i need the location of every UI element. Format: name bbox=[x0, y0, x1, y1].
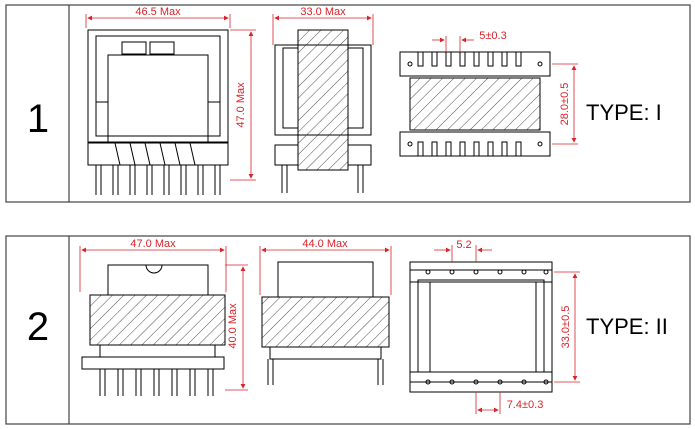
panel-2-number: 2 bbox=[27, 305, 49, 349]
panel-2-front-view bbox=[81, 264, 226, 396]
panel-1-number: 1 bbox=[27, 97, 49, 141]
panel-1-row-spacing-label: 28.0±0.5 bbox=[559, 83, 571, 126]
panel-2-row-spacing-dim: 33.0±0.5 bbox=[554, 271, 580, 383]
panel-2-row-spacing-label: 33.0±0.5 bbox=[560, 306, 572, 349]
panel-2-pin-offset-dim: 7.4±0.3 bbox=[475, 392, 544, 414]
panel-1-row-spacing-dim: 28.0±0.5 bbox=[552, 63, 578, 145]
panel-2-type-label: TYPE: II bbox=[586, 314, 668, 339]
panel-2-front-width-label: 47.0 Max bbox=[130, 238, 176, 250]
panel-1-height-dim: 47.0 Max bbox=[230, 29, 256, 181]
panel-1-bottom-pin-row bbox=[407, 141, 543, 156]
panel-2-height-dim: 40.0 Max bbox=[225, 264, 248, 391]
panel-2-height-label: 40.0 Max bbox=[227, 303, 239, 349]
panel-1-side-width-label: 33.0 Max bbox=[300, 6, 346, 18]
panel-2-side-width-label: 44.0 Max bbox=[302, 238, 348, 250]
panel-1-bottom-view bbox=[399, 51, 551, 157]
panel-1-side-view bbox=[274, 29, 372, 193]
panel-1-top-pin-row bbox=[407, 52, 543, 67]
panel-2-side-view bbox=[261, 261, 390, 385]
panel-1-front-width-label: 46.5 Max bbox=[135, 6, 181, 18]
panel-1-height-label: 47.0 Max bbox=[235, 82, 247, 128]
panel-2-bottom-view bbox=[409, 261, 553, 393]
panel-2-front-width-dim: 47.0 Max bbox=[79, 238, 227, 292]
panel-1-type-label: TYPE: I bbox=[586, 100, 662, 125]
panel-2-pin-offset-label: 7.4±0.3 bbox=[507, 399, 544, 411]
panel-1-front-view bbox=[87, 29, 229, 195]
panel-2-pitch-dim: 5.2 bbox=[434, 239, 492, 262]
panel-1-border bbox=[5, 4, 691, 203]
panel-2-side-width-dim: 44.0 Max bbox=[259, 238, 392, 295]
panel-1-pitch-dim: 5±0.3 bbox=[432, 30, 507, 52]
panel-2-pitch-label: 5.2 bbox=[456, 239, 471, 251]
panel-2-border bbox=[5, 235, 691, 425]
panel-1: 1 46.5 Max bbox=[5, 4, 691, 203]
panel-1-side-width-dim: 33.0 Max bbox=[272, 6, 374, 45]
panel-1-pitch-label: 5±0.3 bbox=[479, 30, 506, 42]
panel-1-front-width-dim: 46.5 Max bbox=[85, 6, 231, 28]
panel-2: 2 47.0 Max 40.0 Max bbox=[5, 235, 691, 425]
